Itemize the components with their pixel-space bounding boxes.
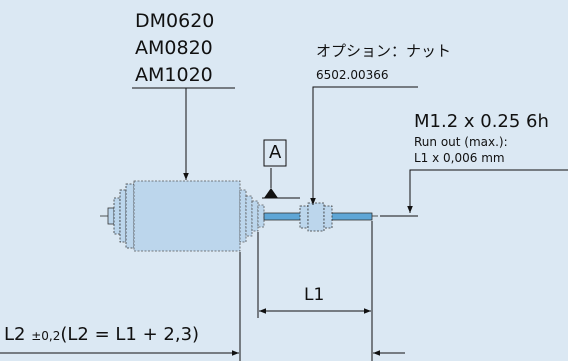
l1-label: L1 — [304, 285, 325, 305]
thread-leader — [407, 169, 568, 213]
runout-value: L1 x 0,006 mm — [414, 151, 505, 165]
datum-triangle — [264, 188, 278, 198]
nut — [299, 202, 333, 232]
motor-flange — [239, 189, 265, 243]
option-label: オプション：ナット — [316, 42, 452, 60]
model-label-1: DM0620 — [135, 10, 215, 32]
option-leader — [310, 86, 418, 205]
l2-symbol: L2 — [4, 324, 26, 345]
motor-rear — [107, 183, 135, 249]
l2-label: L2 ±0,2(L2 = L1 + 2,3) — [4, 326, 199, 344]
model-label-2: AM0820 — [135, 37, 213, 59]
runout-label: Run out (max.): — [414, 135, 508, 149]
l2-formula: (L2 = L1 + 2,3) — [60, 324, 200, 345]
datum-letter: A — [269, 142, 282, 163]
model-label-3: AM1020 — [135, 64, 213, 86]
thread-spec: M1.2 x 0.25 6h — [414, 111, 549, 132]
l2-tolerance: ±0,2 — [31, 329, 61, 343]
option-part-number: 6502.00366 — [316, 68, 389, 82]
datum-box — [263, 139, 287, 167]
motor-body — [133, 180, 241, 252]
